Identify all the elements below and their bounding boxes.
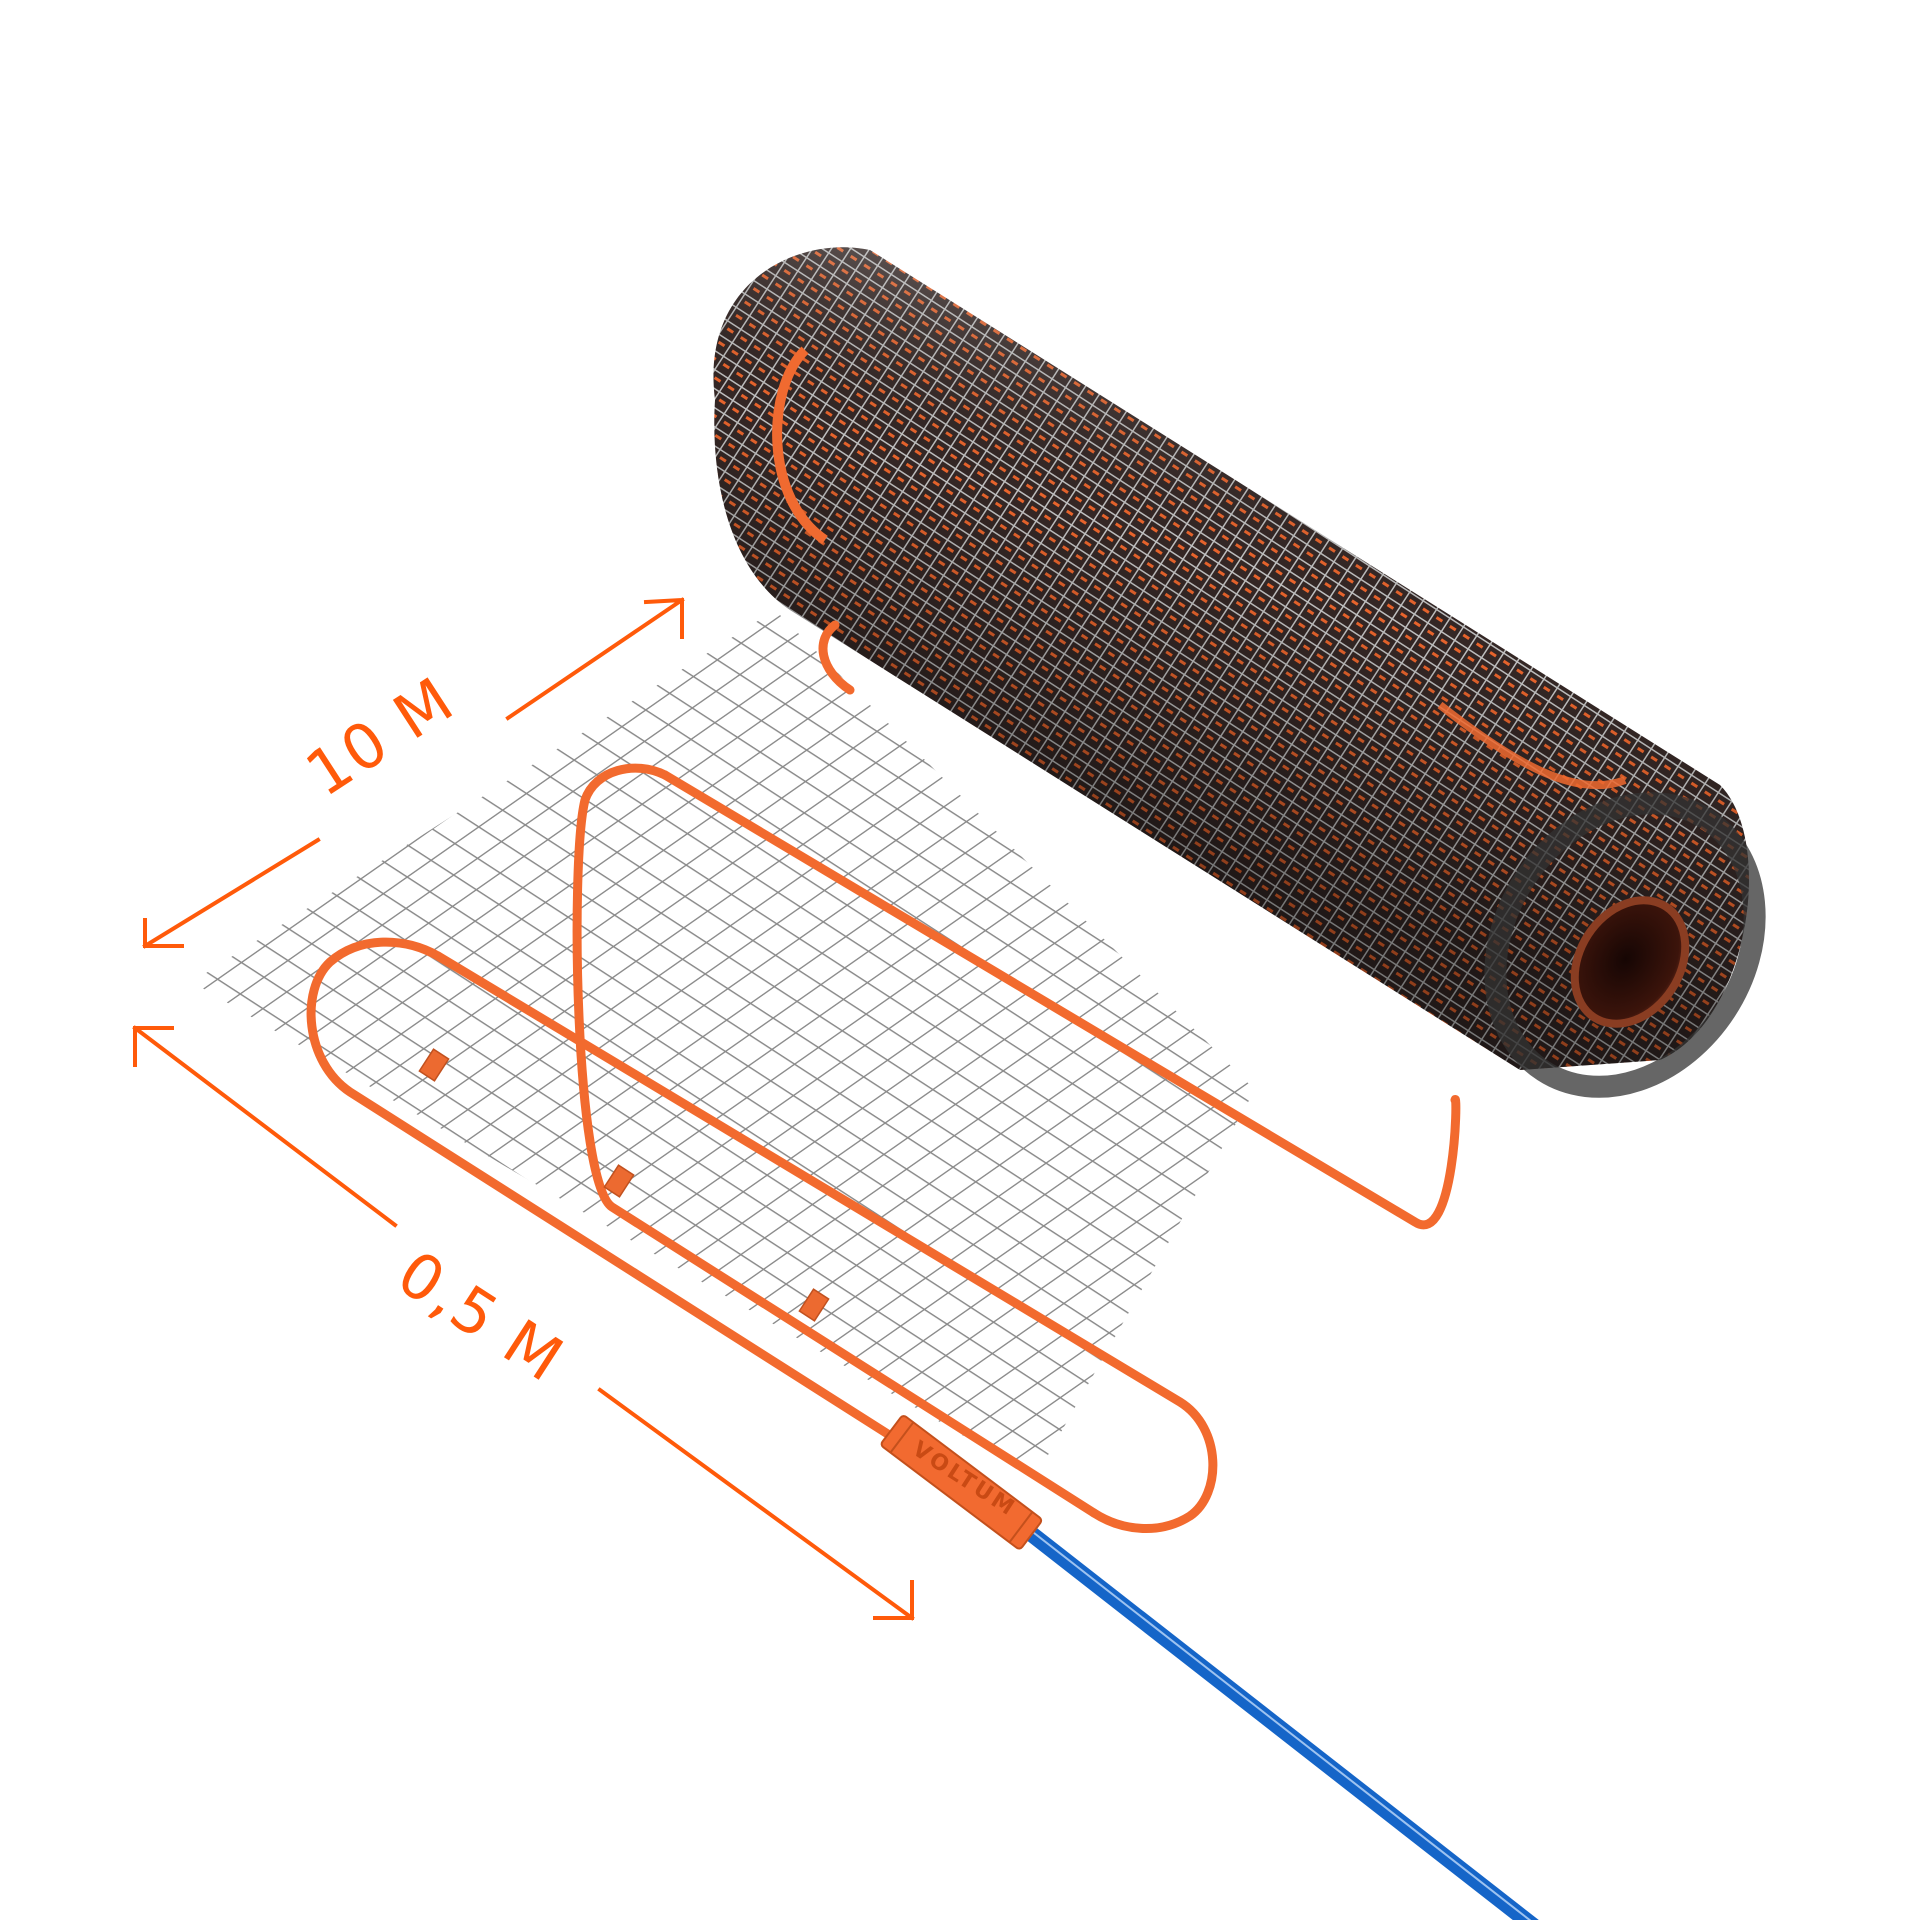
length-arrow-upper (505, 597, 685, 721)
roll-cable-loop (772, 346, 828, 545)
length-arrow-lower (142, 837, 321, 949)
heating-cable (306, 620, 1461, 1533)
cable-clip (418, 1048, 450, 1082)
cable-clips (418, 1048, 830, 1322)
width-arrow-lower (597, 1387, 915, 1621)
width-arrow-upper (132, 1025, 398, 1228)
dimension-arrows (132, 597, 915, 1621)
cable-clip (798, 1288, 830, 1322)
mesh-roll (713, 247, 1766, 1098)
power-lead-cable (1015, 1518, 1539, 1920)
cable-connector (880, 1415, 1043, 1550)
cable-clip (603, 1164, 635, 1198)
roll-core-tube (1570, 896, 1690, 1028)
mesh-sheet (192, 610, 1255, 1478)
